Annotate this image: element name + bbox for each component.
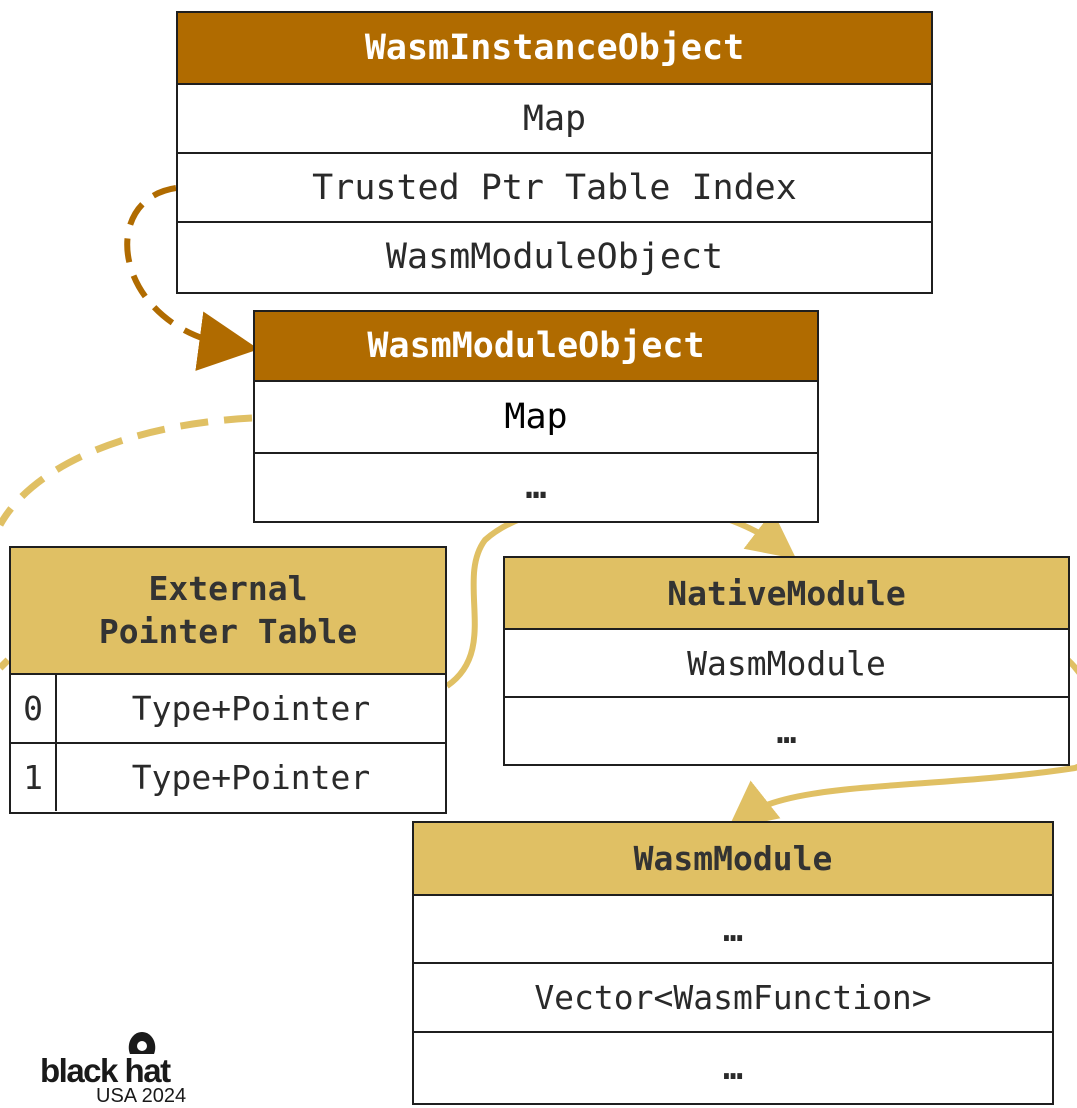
hat-icon xyxy=(128,1032,156,1054)
wasm-module-object-header: WasmModuleObject xyxy=(255,312,817,382)
wasm-module-ellipsis-bottom: … xyxy=(414,1033,1052,1102)
trusted-ptr-to-module-object-arrow xyxy=(124,185,259,371)
native-module-box: NativeModule WasmModule … xyxy=(503,556,1070,766)
wasm-module-box: WasmModule … Vector<WasmFunction> … xyxy=(412,821,1054,1105)
ept-title-line1: External xyxy=(148,568,308,608)
logo-event-text: USA 2024 xyxy=(96,1085,187,1107)
logo-brand-text: black hat xyxy=(40,1052,171,1089)
external-pointer-table-header: External Pointer Table xyxy=(11,548,445,675)
instance-module-object-field: WasmModuleObject xyxy=(178,223,931,291)
wasm-module-functions-field: Vector<WasmFunction> xyxy=(414,964,1052,1033)
wasm-instance-object-header: WasmInstanceObject xyxy=(178,13,931,85)
wasm-module-header: WasmModule xyxy=(414,823,1052,896)
native-module-wasm-module-field: WasmModule xyxy=(505,630,1068,698)
wasm-module-ellipsis-top: … xyxy=(414,896,1052,964)
native-module-header: NativeModule xyxy=(505,558,1068,630)
native-module-to-wasm-module-arrow xyxy=(727,657,1077,830)
instance-map-field: Map xyxy=(178,85,931,154)
ept-left-arrow-tail xyxy=(0,657,11,671)
ept-row-index: 1 xyxy=(11,744,57,811)
ept-row-value: Type+Pointer xyxy=(131,758,371,797)
wasm-instance-object-box: WasmInstanceObject Map Trusted Ptr Table… xyxy=(176,11,933,294)
ept-row-value: Type+Pointer xyxy=(131,689,371,728)
instance-trusted-ptr-table-index-field: Trusted Ptr Table Index xyxy=(178,154,931,223)
ept-row-index: 0 xyxy=(11,675,57,742)
external-pointer-table-box: External Pointer Table 0 Type+Pointer 1 … xyxy=(9,546,447,814)
ept-row: 1 Type+Pointer xyxy=(11,744,445,811)
wasm-module-object-box: WasmModuleObject Map … xyxy=(253,310,819,523)
module-object-to-ept-arrow xyxy=(0,414,253,527)
ept-title-line2: Pointer Table xyxy=(98,611,358,651)
native-module-ellipsis: … xyxy=(505,698,1068,764)
black-hat-logo: black hat USA 2024 xyxy=(40,1030,230,1107)
module-object-map-field: Map xyxy=(255,382,817,454)
module-object-ellipsis: … xyxy=(255,454,817,520)
ept-row: 0 Type+Pointer xyxy=(11,675,445,744)
